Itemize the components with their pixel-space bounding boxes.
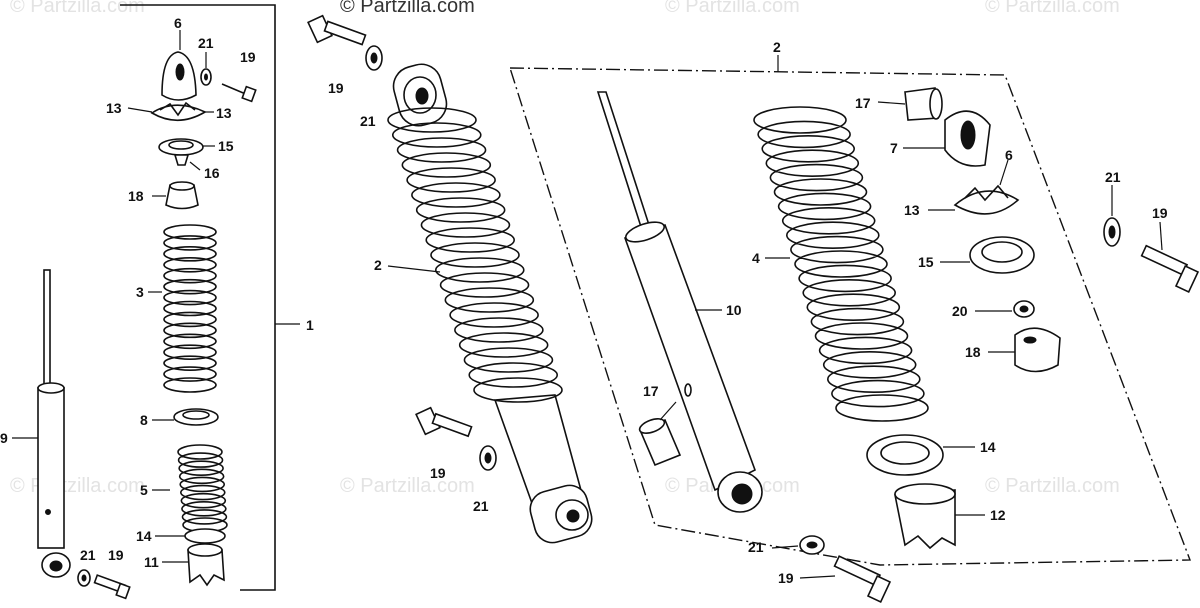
- watermark: © Partzilla.com: [985, 0, 1120, 17]
- callout-5: 5: [140, 482, 148, 498]
- part-21-washer[interactable]: [799, 535, 825, 555]
- leader-lines: [12, 30, 1163, 579]
- part-11-spring-cup[interactable]: [187, 543, 225, 587]
- part-19-bolt[interactable]: [415, 406, 473, 438]
- callout-18: 18: [128, 188, 144, 204]
- callout-9: 9: [0, 430, 8, 446]
- callout-14: 14: [980, 439, 996, 455]
- callout-15: 15: [918, 254, 934, 270]
- watermark: © Partzilla.com: [10, 0, 145, 17]
- assembly-1-bracket: [120, 4, 300, 591]
- part-21-washer[interactable]: [1103, 217, 1121, 247]
- callout-17: 17: [855, 95, 871, 111]
- callout-21: 21: [198, 35, 214, 51]
- part-16-stopper[interactable]: [173, 154, 190, 166]
- part-21-washer[interactable]: [200, 68, 212, 86]
- watermark: © Partzilla.com: [340, 475, 475, 497]
- callout-10: 10: [726, 302, 742, 318]
- callout-13: 13: [106, 100, 122, 116]
- callout-1: 1: [306, 317, 314, 333]
- callout-21: 21: [360, 113, 376, 129]
- part-20-nut[interactable]: [1013, 300, 1035, 318]
- callout-2: 2: [374, 257, 382, 273]
- callout-13: 13: [216, 105, 232, 121]
- part-21-washer[interactable]: [77, 569, 91, 587]
- part-19-bolt[interactable]: [221, 83, 257, 103]
- part-19-bolt[interactable]: [307, 14, 367, 46]
- callout-21: 21: [1105, 169, 1121, 185]
- part-10-damper[interactable]: [596, 91, 763, 513]
- callout-21: 21: [748, 539, 764, 555]
- callout-12: 12: [990, 507, 1006, 523]
- callout-15: 15: [218, 138, 234, 154]
- callout-11: 11: [144, 554, 159, 570]
- part-17-bushing[interactable]: [904, 87, 943, 121]
- part-19-bolt[interactable]: [833, 555, 892, 603]
- part-13-collar[interactable]: [953, 184, 1020, 215]
- callout-20: 20: [952, 303, 968, 319]
- part-4-spring[interactable]: [753, 106, 929, 422]
- callout-2: 2: [773, 39, 781, 55]
- assembly-2-boundary: [509, 55, 1192, 566]
- callout-16: 16: [204, 165, 220, 181]
- callout-7: 7: [890, 140, 898, 156]
- callout-21: 21: [80, 547, 96, 563]
- callout-6: 6: [1005, 147, 1013, 163]
- part-3-upper-spring[interactable]: [163, 224, 217, 393]
- part-7-cap[interactable]: [944, 110, 991, 167]
- callout-21: 21: [473, 498, 489, 514]
- part-19-bolt[interactable]: [93, 574, 131, 600]
- part-14-seat-ring[interactable]: [184, 528, 226, 544]
- callout-19: 19: [108, 547, 124, 563]
- part-21-washer[interactable]: [479, 445, 497, 471]
- part-18-bump-rubber[interactable]: [1014, 327, 1061, 373]
- part-21-washer[interactable]: [365, 45, 383, 71]
- watermark: © Partzilla.com: [340, 0, 475, 17]
- watermark: © Partzilla.com: [665, 0, 800, 17]
- callout-17: 17: [643, 383, 659, 399]
- part-8-spring-seat[interactable]: [173, 408, 219, 426]
- watermark: © Partzilla.com: [985, 475, 1120, 497]
- callout-4: 4: [752, 250, 760, 266]
- callout-19: 19: [240, 49, 256, 65]
- callout-14: 14: [136, 528, 152, 544]
- callout-19: 19: [1152, 205, 1168, 221]
- callout-19: 19: [328, 80, 344, 96]
- callout-labels: 6 21 19 13 13 15 16 18 3 1 9 8 5 14 11 2…: [0, 15, 1168, 586]
- part-17-bushing[interactable]: [638, 416, 682, 467]
- part-5-lower-spring[interactable]: [177, 444, 228, 533]
- callout-3: 3: [136, 284, 144, 300]
- callout-18: 18: [965, 344, 981, 360]
- part-12-spring-cup[interactable]: [894, 483, 956, 550]
- part-19-bolt[interactable]: [1140, 244, 1200, 293]
- callout-6: 6: [174, 15, 182, 31]
- part-9-damper-body[interactable]: [37, 269, 71, 578]
- part-18-bump-rubber[interactable]: [165, 181, 199, 210]
- part-14-seat-ring[interactable]: [866, 434, 944, 476]
- part-2-shock-absorber-assembly[interactable]: [387, 60, 596, 547]
- callout-19: 19: [778, 570, 794, 586]
- callout-13: 13: [904, 202, 920, 218]
- watermark: © Partzilla.com: [10, 475, 145, 497]
- callout-19: 19: [430, 465, 446, 481]
- part-13-collar[interactable]: [150, 101, 207, 122]
- part-6-cap[interactable]: [161, 51, 197, 101]
- callout-8: 8: [140, 412, 148, 428]
- part-15-spring-seat[interactable]: [969, 236, 1035, 274]
- part-15-spring-seat[interactable]: [158, 138, 204, 156]
